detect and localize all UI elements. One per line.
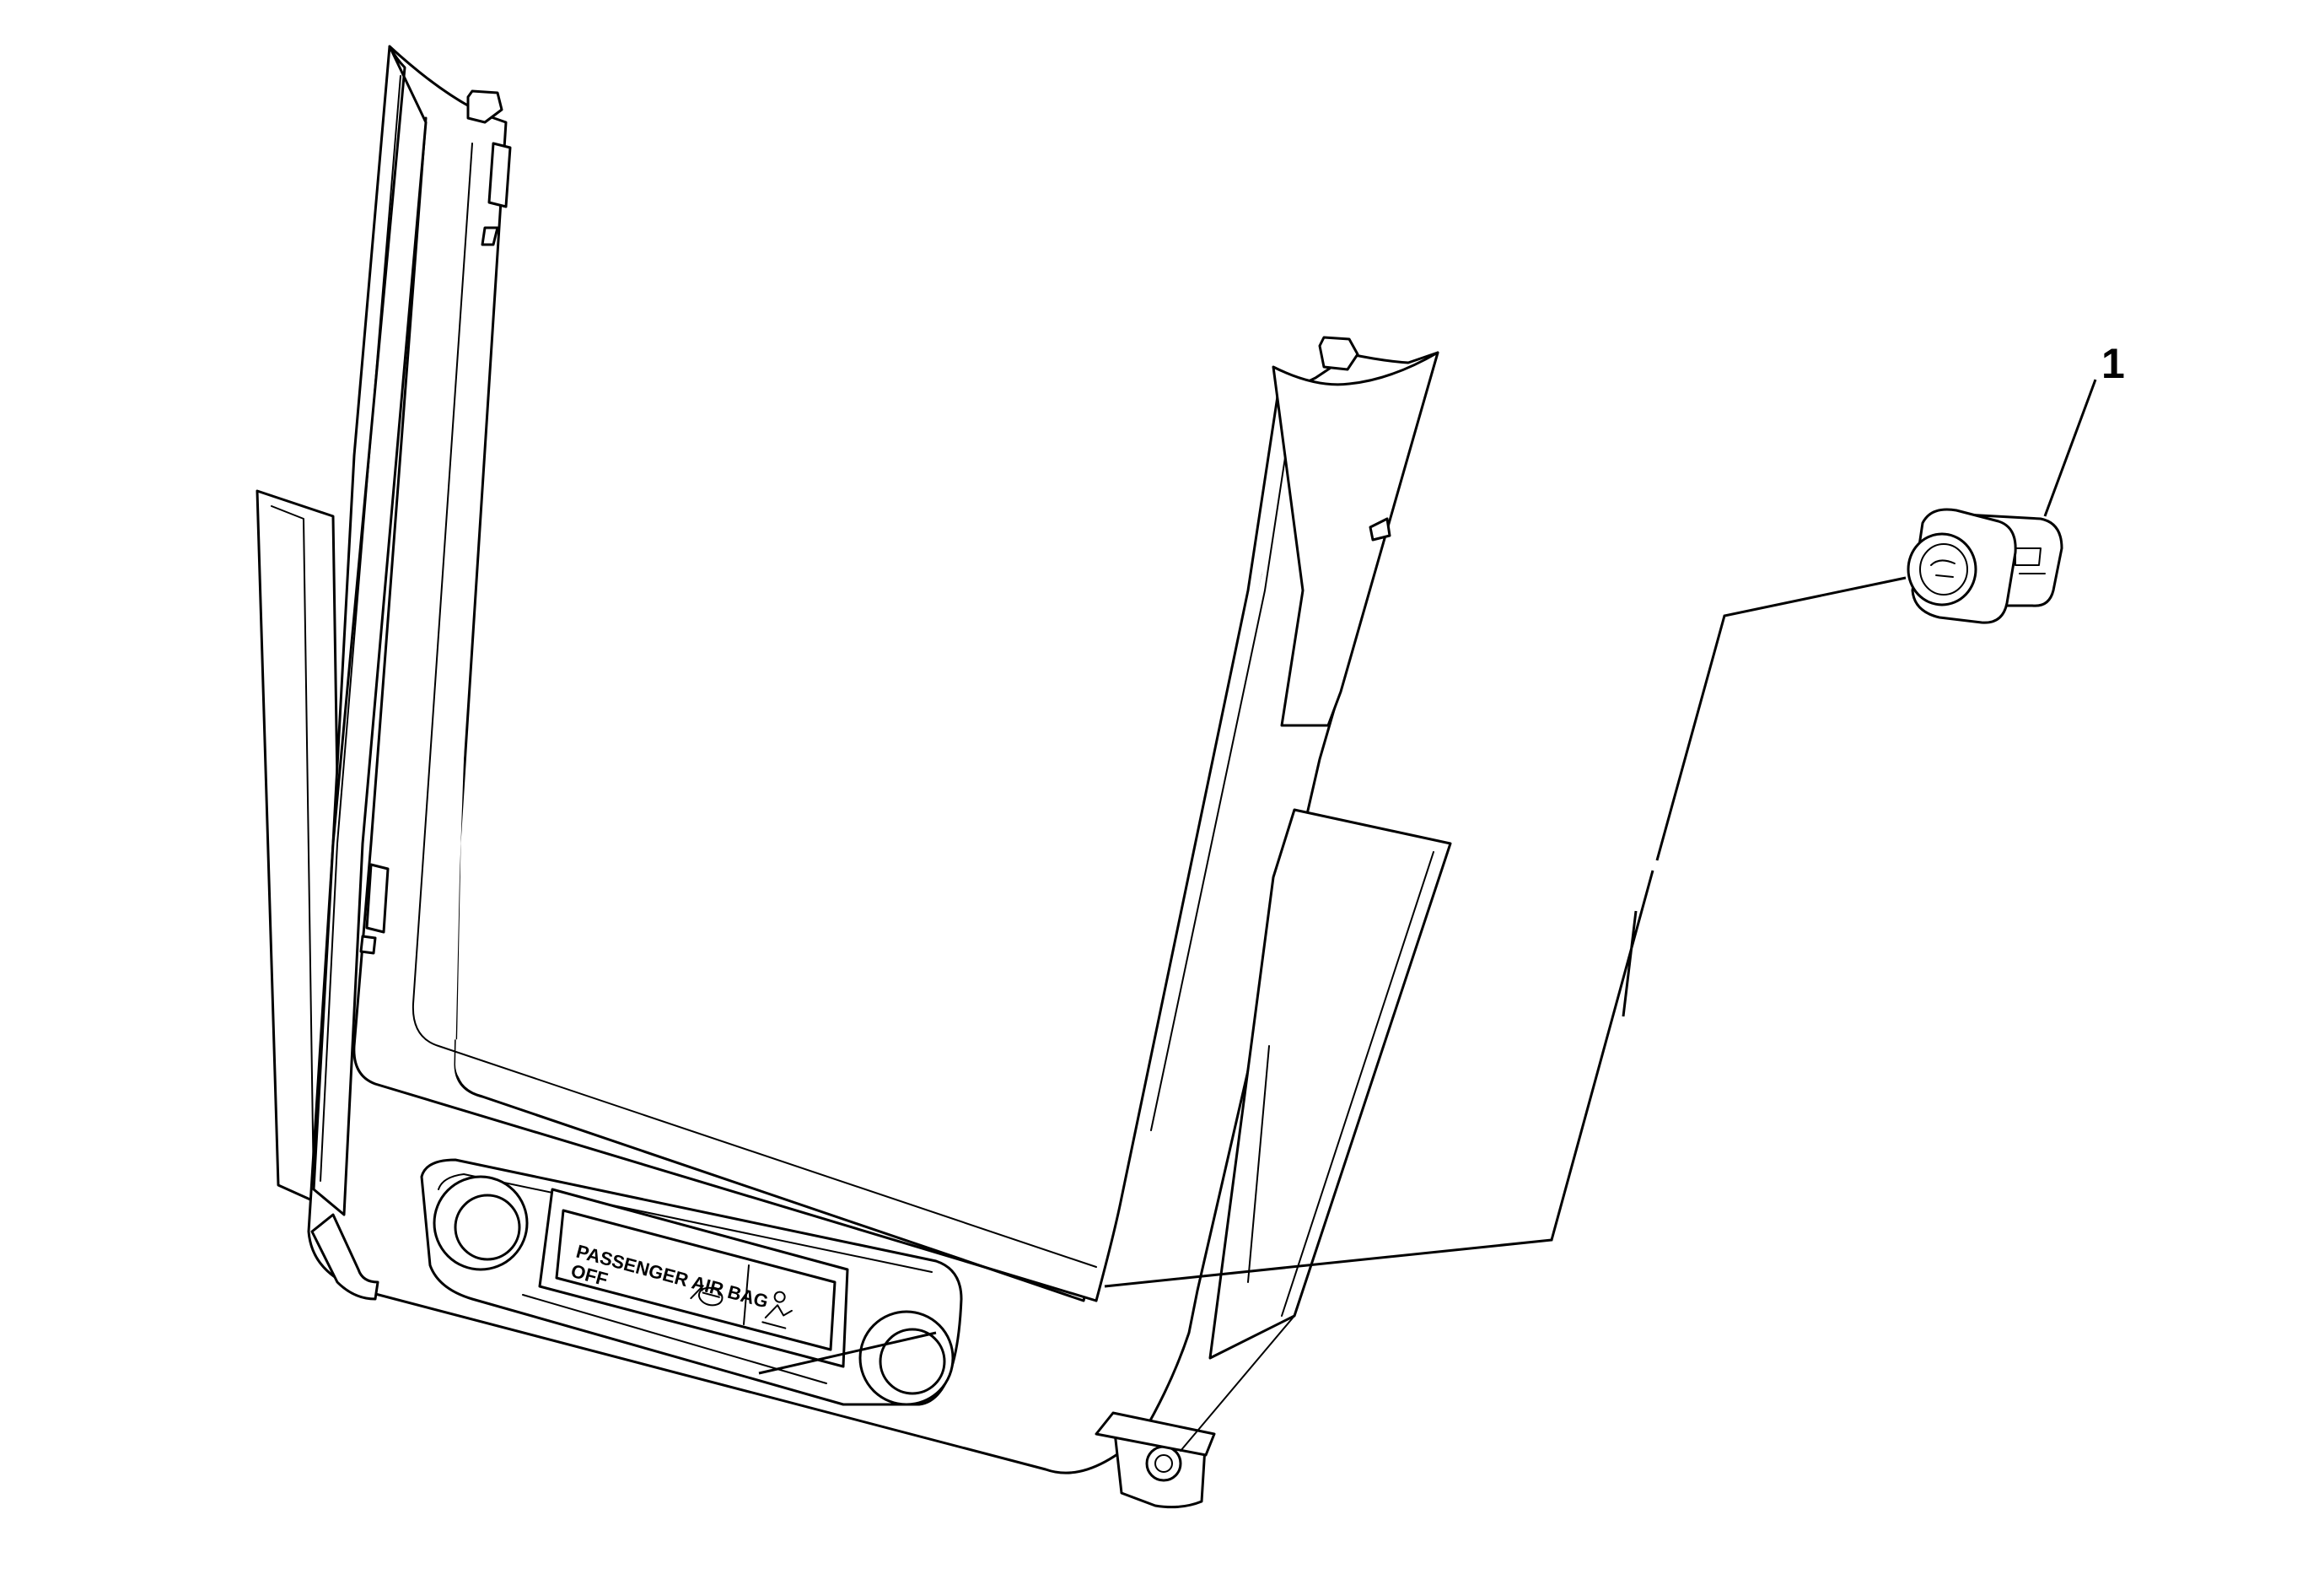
installation-leader-line: [758, 576, 1907, 1375]
airbag-off-icon: [690, 1285, 724, 1307]
callout-1-leader: [2043, 379, 2097, 517]
left-pillar: [312, 45, 512, 1216]
passenger-airbag-switch: [1907, 508, 2063, 624]
left-mounting-foot: [310, 1213, 379, 1301]
callout-number-1: 1: [2101, 340, 2125, 387]
lower-control-panel: PASSENGER AIR BAG OFF: [420, 1158, 963, 1406]
seat-person-off-icon: [761, 1291, 793, 1329]
right-pillar: [1272, 336, 1439, 727]
right-side-trim-strip: [1095, 808, 1452, 1509]
